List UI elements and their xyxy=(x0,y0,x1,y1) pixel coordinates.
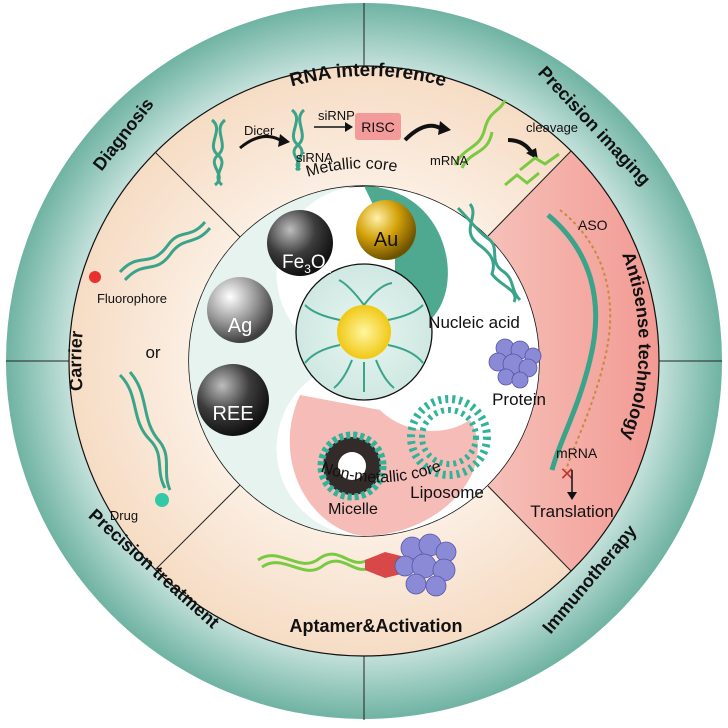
fluorophore-dot xyxy=(89,271,101,283)
aso-label: ASO xyxy=(578,217,608,233)
drug-label: Drug xyxy=(110,508,138,523)
translation-label: Translation xyxy=(530,502,613,521)
drug-dot xyxy=(155,493,169,507)
rnai-dna-1 xyxy=(210,118,227,187)
or-label: or xyxy=(145,343,160,362)
mrna-label: mRNA xyxy=(430,153,469,168)
activation-lock xyxy=(365,552,401,578)
rnai-mrna-strand xyxy=(453,99,507,169)
svg-text:Au: Au xyxy=(374,229,398,251)
liposome xyxy=(407,395,491,479)
sphere-ree: REE xyxy=(197,364,269,436)
aptamer-activation-title: Aptamer&Activation xyxy=(289,616,462,636)
aptamer-protein xyxy=(394,533,457,597)
sphere-fe3o4: Fe3O4 xyxy=(267,210,333,276)
nonmetallic-core-pink xyxy=(289,395,478,536)
arrow-dicer xyxy=(239,134,281,150)
risc-label: RISC xyxy=(361,119,394,135)
protein-blob xyxy=(488,338,542,389)
block-x-icon: ✕ xyxy=(559,464,574,484)
dicer-label: Dicer xyxy=(244,123,275,138)
fluorophore-label: Fluorophore xyxy=(97,291,167,306)
risc-box xyxy=(355,113,401,140)
carrier-dna-1 xyxy=(118,220,212,282)
cleavage-label: cleavage xyxy=(526,120,578,135)
sector-dividers xyxy=(6,3,722,720)
sirna-label: siRNA xyxy=(296,150,333,165)
liposome-label: Liposome xyxy=(410,483,484,502)
nucleic-acid-label: Nucleic acid xyxy=(428,313,520,332)
svg-text:REE: REE xyxy=(212,403,253,425)
antisense-mrna-label: mRNA xyxy=(556,445,598,461)
arrow-risc xyxy=(403,123,441,142)
rnai-dna-2 xyxy=(290,108,306,172)
sphere-au: Au xyxy=(356,200,416,260)
svg-text:Fe3O4: Fe3O4 xyxy=(282,252,333,276)
sphere-ag: Ag xyxy=(207,277,273,343)
sirnp-label: siRNP xyxy=(318,108,355,123)
svg-text:Ag: Ag xyxy=(228,315,252,337)
aso-strand xyxy=(546,209,612,471)
aptamer-strand xyxy=(257,552,373,572)
center-gold-core xyxy=(337,305,391,359)
carrier-title: Carrier xyxy=(65,330,87,392)
center-nanoparticle-strands xyxy=(304,279,424,392)
micelle xyxy=(317,431,387,501)
carrier-dna-2 xyxy=(118,371,172,491)
micelle-label: Micelle xyxy=(328,501,378,518)
protein-label: Protein xyxy=(492,390,546,409)
core-dna-helix xyxy=(456,203,522,303)
cleaved-mrna xyxy=(504,152,560,187)
